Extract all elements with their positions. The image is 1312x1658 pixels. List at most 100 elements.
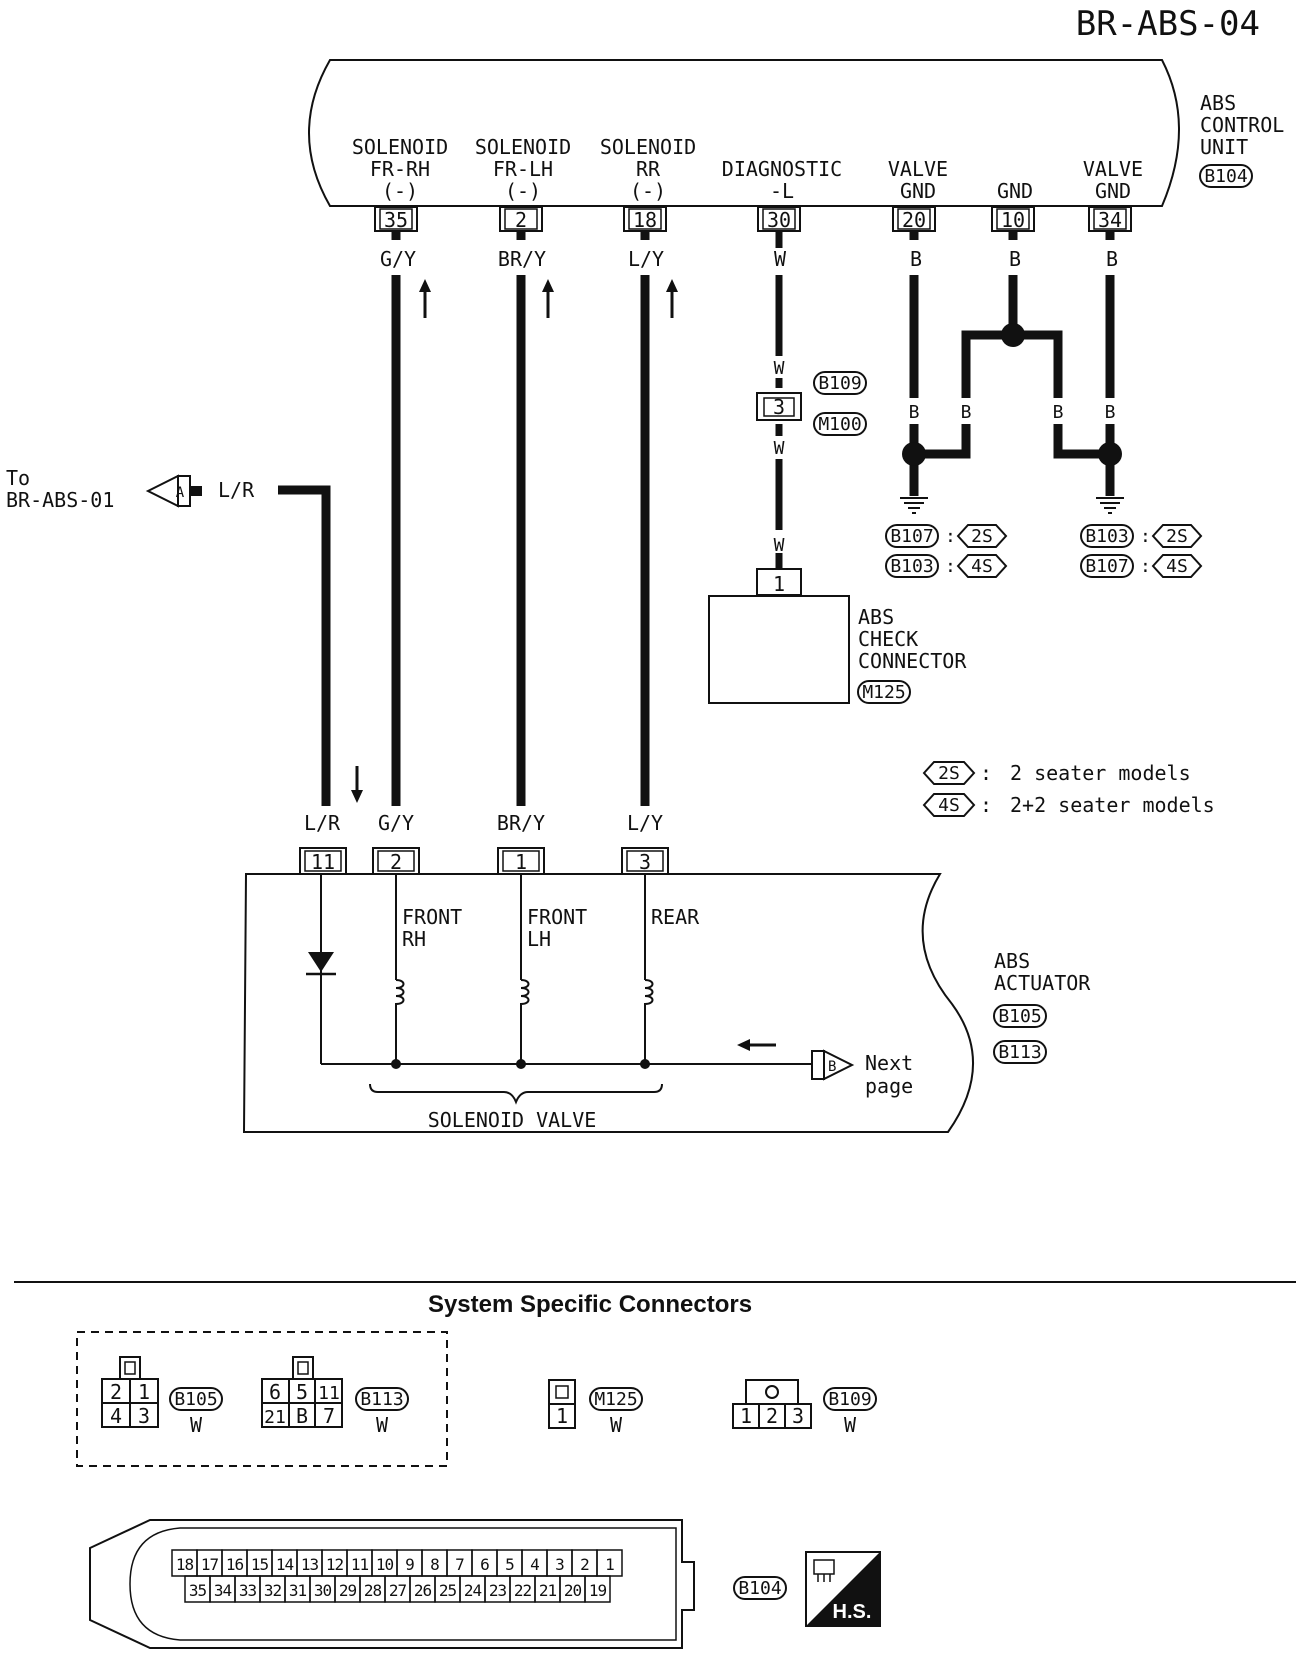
svg-text:10: 10 (1001, 208, 1025, 232)
b104-pin-label: 25 (439, 1581, 457, 1600)
svg-text:GND: GND (997, 179, 1033, 203)
ground-left-row-1: B107 : 2S (885, 524, 1008, 548)
b104-pin-label: 21 (539, 1581, 557, 1600)
ecu-pin-30: 30 (757, 206, 801, 232)
svg-text:REAR: REAR (651, 905, 700, 929)
svg-text::: : (945, 526, 956, 547)
svg-text:B103: B103 (1085, 526, 1128, 547)
svg-text:DIAGNOSTIC: DIAGNOSTIC (722, 157, 842, 181)
coil-front-lh (520, 979, 530, 1008)
svg-text:B113: B113 (998, 1042, 1041, 1063)
ecu-pin-rr-label: SOLENOID RR (-) (600, 135, 696, 203)
actuator-pin-2: 2 (372, 847, 420, 875)
svg-text:ACTUATOR: ACTUATOR (994, 971, 1091, 995)
svg-text:FRONT: FRONT (527, 905, 587, 929)
connector-b104-outline (89, 1519, 695, 1649)
svg-text:page: page (865, 1074, 913, 1098)
connector-tag-b109: B109 W (823, 1387, 877, 1437)
ground-left-row-2: B103 : 4S (885, 554, 1008, 578)
section-title: System Specific Connectors (428, 1291, 752, 1318)
svg-text:ABS: ABS (858, 605, 894, 629)
svg-text:B103: B103 (890, 556, 933, 577)
svg-text:B105: B105 (998, 1006, 1041, 1027)
wire-color-br-y: BR/Y (498, 247, 546, 271)
svg-text:B104: B104 (1204, 166, 1247, 187)
b104-pin-label: 16 (226, 1555, 244, 1574)
svg-text:ABS: ABS (994, 949, 1030, 973)
wire-color-l-y: L/Y (628, 247, 664, 271)
wire-color-w: W (774, 247, 787, 271)
ecu-pin-valve-gnd-1-label: VALVE GND (888, 157, 948, 203)
svg-text:UNIT: UNIT (1200, 135, 1248, 159)
check-connector-tag-m125: M125 (857, 680, 911, 704)
ecu-pin-10: 10 (991, 206, 1035, 232)
actuator-wire-br-y: BR/Y (497, 811, 545, 835)
b104-pin-label: 28 (364, 1581, 382, 1600)
coil-front-lh-label: FRONT LH (527, 905, 587, 951)
svg-text:FR-LH: FR-LH (493, 157, 553, 181)
b104-pin-label: 27 (389, 1581, 407, 1600)
coil-front-rh-label: FRONT RH (402, 905, 462, 951)
svg-text:4S: 4S (1166, 556, 1188, 577)
svg-text:2S: 2S (971, 526, 993, 547)
svg-text::: : (1140, 526, 1151, 547)
svg-text:FRONT: FRONT (402, 905, 462, 929)
b104-pin-label: 24 (464, 1581, 482, 1600)
svg-text:VALVE: VALVE (888, 157, 948, 181)
ground-symbol-left (900, 497, 928, 514)
svg-text:2: 2 (515, 208, 527, 232)
check-connector-label: ABS CHECK CONNECTOR (858, 605, 967, 673)
b104-pin-label: 6 (480, 1555, 489, 1574)
svg-text:11: 11 (311, 850, 335, 874)
actuator-diode (306, 952, 336, 976)
current-arrow-fr-rh (419, 279, 431, 318)
connector-group-dashed (76, 1331, 448, 1467)
svg-text:4: 4 (110, 1404, 122, 1428)
splice-gnd-left (902, 442, 926, 466)
svg-text:4S: 4S (971, 556, 993, 577)
wire-color-b-right: B (1105, 402, 1116, 423)
svg-text:BR-ABS-01: BR-ABS-01 (6, 488, 114, 512)
b104-pin-label: 10 (376, 1555, 394, 1574)
svg-text::: : (980, 793, 992, 817)
wire-gnd-branch-left (961, 330, 1013, 398)
splice-actuator-2 (516, 1059, 526, 1069)
ground-right-row-1: B103 : 2S (1080, 524, 1203, 548)
wire-color-b-34: B (1106, 247, 1118, 271)
b104-pin-label: 32 (264, 1581, 282, 1600)
b104-pin-label: 26 (414, 1581, 432, 1600)
svg-text:B109: B109 (818, 373, 861, 394)
ecu-pin-gnd-label: GND (997, 179, 1033, 203)
svg-text:3: 3 (773, 395, 785, 419)
b104-pin-label: 33 (239, 1581, 257, 1600)
current-arrow-rr (666, 279, 678, 318)
svg-text:2: 2 (766, 1404, 778, 1428)
junction-connector-tag-m100: M100 (813, 412, 867, 436)
svg-text:30: 30 (767, 208, 791, 232)
b104-pin-label: 31 (289, 1581, 307, 1600)
svg-text:(-): (-) (630, 179, 666, 203)
wire-color-w-mid: W (774, 438, 785, 459)
connector-b104-inner (129, 1527, 677, 1641)
svg-text:B: B (828, 1059, 836, 1075)
wire-color-l-r-left: L/R (218, 478, 255, 502)
actuator-tag-b105: B105 (993, 1004, 1047, 1028)
splice-actuator-1 (391, 1059, 401, 1069)
svg-text:B104: B104 (738, 1578, 781, 1599)
wire-color-w-upper: W (774, 358, 785, 379)
svg-text:CONTROL: CONTROL (1200, 113, 1284, 137)
ecu-pin-18: 18 (623, 206, 667, 232)
wire-gnd-branch-right (1013, 330, 1063, 398)
b104-pin-cell (584, 1575, 611, 1603)
b104-pin-label: 29 (339, 1581, 357, 1600)
svg-text:B109: B109 (828, 1389, 871, 1410)
wire-gnd-branch-left-lower (914, 424, 971, 459)
b104-pin-label: 11 (351, 1555, 369, 1574)
b104-pin-label: 18 (176, 1555, 194, 1574)
splice-gnd-top (1001, 323, 1025, 347)
svg-text:SOLENOID: SOLENOID (600, 135, 696, 159)
b104-pin-label: 22 (514, 1581, 532, 1600)
solenoid-valve-brace (369, 1083, 663, 1105)
